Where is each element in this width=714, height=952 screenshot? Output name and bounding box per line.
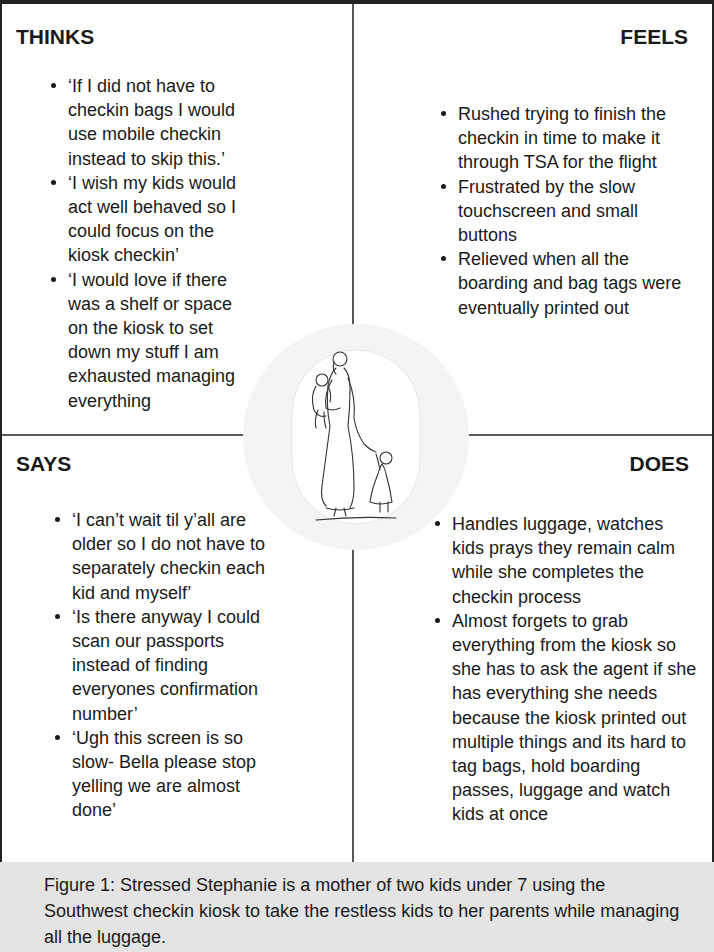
bullet-item: ‘Ugh this screen is so slow- Bella pleas… xyxy=(52,726,267,823)
empathy-quadrant: FEELS Rushed trying to finish the checkin… xyxy=(353,4,714,435)
bullet-text: ‘If I did not have to checkin bags I wou… xyxy=(68,76,235,169)
bullet-text: ‘Is there anyway I could scan our passpo… xyxy=(72,607,260,724)
bullet-item: Frustrated by the slow touchscreen and s… xyxy=(438,175,693,248)
bullet-item: Relieved when all the boarding and bag t… xyxy=(438,247,693,320)
quadrant-heading: DOES xyxy=(629,451,689,477)
bullet-item: ‘I can’t wait til y’all are older so I d… xyxy=(52,508,267,605)
frame-top xyxy=(0,0,714,4)
bullet-text: ‘I can’t wait til y’all are older so I d… xyxy=(72,510,265,603)
bullet-dot xyxy=(441,256,446,261)
bullet-dot xyxy=(55,614,60,619)
bullet-item: ‘I would love if there was a shelf or sp… xyxy=(48,268,253,413)
bullet-text: ‘I would love if there was a shelf or sp… xyxy=(68,270,235,411)
quadrant-heading: FEELS xyxy=(620,24,688,50)
bullet-item: Rushed trying to finish the checkin in t… xyxy=(438,102,693,175)
bullet-item: Handles luggage, watches kids prays they… xyxy=(432,512,700,609)
bullet-dot xyxy=(51,277,56,282)
bullet-item: ‘If I did not have to checkin bags I wou… xyxy=(48,74,253,171)
bullet-dot xyxy=(441,111,446,116)
bullet-dot xyxy=(55,735,60,740)
quadrant-heading: THINKS xyxy=(16,24,94,50)
figure-caption: Figure 1: Stressed Stephanie is a mother… xyxy=(44,872,684,950)
center-circle xyxy=(243,324,469,550)
frame-right xyxy=(712,0,714,862)
bullet-dot xyxy=(51,83,56,88)
quadrant-heading: SAYS xyxy=(16,451,71,477)
bullet-item: ‘Is there anyway I could scan our passpo… xyxy=(52,605,267,726)
frame-left xyxy=(0,0,2,862)
bullet-text: Relieved when all the boarding and bag t… xyxy=(458,249,681,317)
bullet-dot xyxy=(55,517,60,522)
empathy-quadrant: DOES Handles luggage, watches kids prays … xyxy=(353,435,714,862)
bullet-text: ‘Ugh this screen is so slow- Bella pleas… xyxy=(72,728,256,821)
bullet-text: Rushed trying to finish the checkin in t… xyxy=(458,104,666,172)
mother-children-illustration xyxy=(312,352,396,520)
center-oval xyxy=(292,350,420,524)
bullet-dot xyxy=(435,618,440,623)
bullet-list: ‘I can’t wait til y’all are older so I d… xyxy=(52,508,267,823)
bullet-text: ‘I wish my kids would act well behaved s… xyxy=(68,173,236,266)
bullet-text: Almost forgets to grab everything from t… xyxy=(452,611,696,825)
bullet-list: Handles luggage, watches kids prays they… xyxy=(432,512,700,827)
bullet-dot xyxy=(441,184,446,189)
bullet-text: Frustrated by the slow touchscreen and s… xyxy=(458,177,638,245)
bullet-dot xyxy=(435,521,440,526)
bullet-item: ‘I wish my kids would act well behaved s… xyxy=(48,171,253,268)
bullet-item: Almost forgets to grab everything from t… xyxy=(432,609,700,827)
bullet-list: ‘If I did not have to checkin bags I wou… xyxy=(48,74,253,413)
bullet-text: Handles luggage, watches kids prays they… xyxy=(452,514,675,607)
empathy-quadrant: THINKS ‘If I did not have to checkin bags… xyxy=(0,4,353,435)
bullet-list: Rushed trying to finish the checkin in t… xyxy=(438,102,693,320)
empathy-quadrant: SAYS ‘I can’t wait til y’all are older so… xyxy=(0,435,353,862)
bullet-dot xyxy=(51,180,56,185)
